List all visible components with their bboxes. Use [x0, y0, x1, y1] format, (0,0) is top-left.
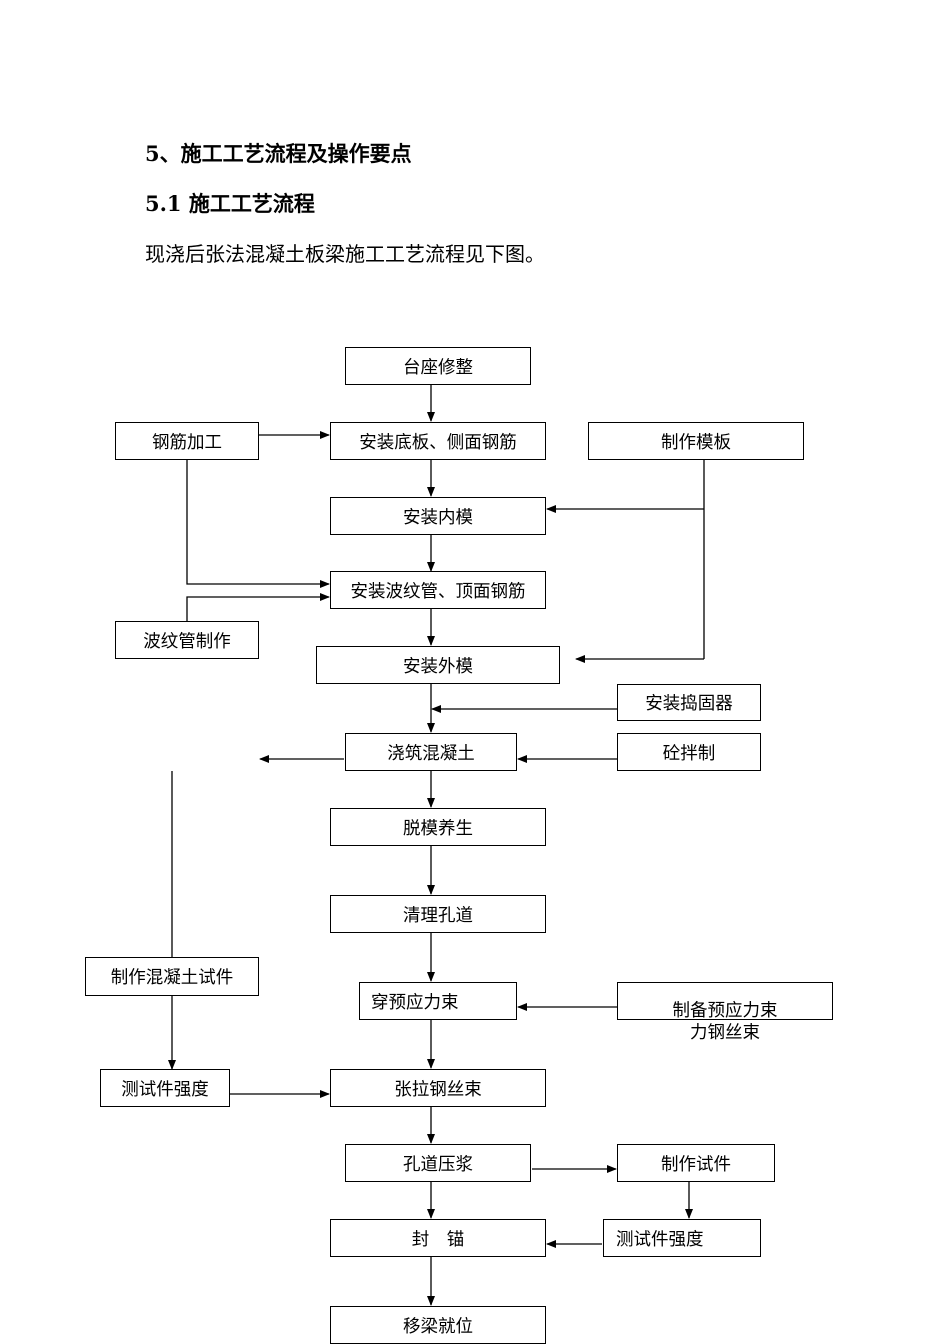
side-make-specimen: 制作试件 — [617, 1144, 775, 1182]
step-install-outer-mold: 安装外模 — [316, 646, 560, 684]
arrow-pipe-to-step4 — [186, 593, 330, 621]
subsection-heading: 5.1 施工工艺流程 — [145, 191, 315, 216]
side-concrete-specimen: 制作混凝土试件 — [85, 957, 259, 996]
section-heading: 5、施工工艺流程及操作要点 — [145, 141, 412, 166]
step-install-bottom-side-rebar: 安装底板、侧面钢筋 — [330, 422, 546, 460]
step-clean-ducts: 清理孔道 — [330, 895, 546, 933]
side-corrugated-pipe: 波纹管制作 — [115, 621, 259, 659]
step-anchor-sealing: 封 锚 — [330, 1219, 546, 1257]
side-install-tamper: 安装捣固器 — [617, 684, 761, 721]
step-pedestal-repair: 台座修整 — [345, 347, 531, 385]
arrow-rebar-to-step4 — [186, 460, 330, 588]
side-prepare-tendon-line2: 力钢丝束 — [690, 1023, 760, 1043]
side-concrete-mixing: 砼拌制 — [617, 733, 761, 771]
side-make-formwork: 制作模板 — [588, 422, 804, 460]
step-duct-grouting: 孔道压浆 — [345, 1144, 531, 1182]
side-test-strength-left: 测试件强度 — [100, 1069, 230, 1107]
step-thread-tendons: 穿预应力束 — [359, 982, 517, 1020]
step-move-beam: 移梁就位 — [330, 1306, 546, 1344]
step-install-pipe-top-rebar: 安装波纹管、顶面钢筋 — [330, 571, 546, 609]
step-tension-wires: 张拉钢丝束 — [330, 1069, 546, 1107]
side-prepare-tendon-box — [617, 982, 833, 1020]
step-demold-cure: 脱模养生 — [330, 808, 546, 846]
side-prepare-tendon-text: 制备预应力束 力钢丝束 — [617, 1000, 833, 1044]
intro-paragraph: 现浇后张法混凝土板梁施工工艺流程见下图。 — [145, 242, 545, 266]
side-rebar-processing: 钢筋加工 — [115, 422, 259, 460]
side-test-strength-right: 测试件强度 — [603, 1219, 761, 1257]
step-install-inner-mold: 安装内模 — [330, 497, 546, 535]
side-prepare-tendon-line1: 制备预应力束 — [672, 1001, 778, 1021]
step-pour-concrete: 浇筑混凝土 — [345, 733, 517, 771]
